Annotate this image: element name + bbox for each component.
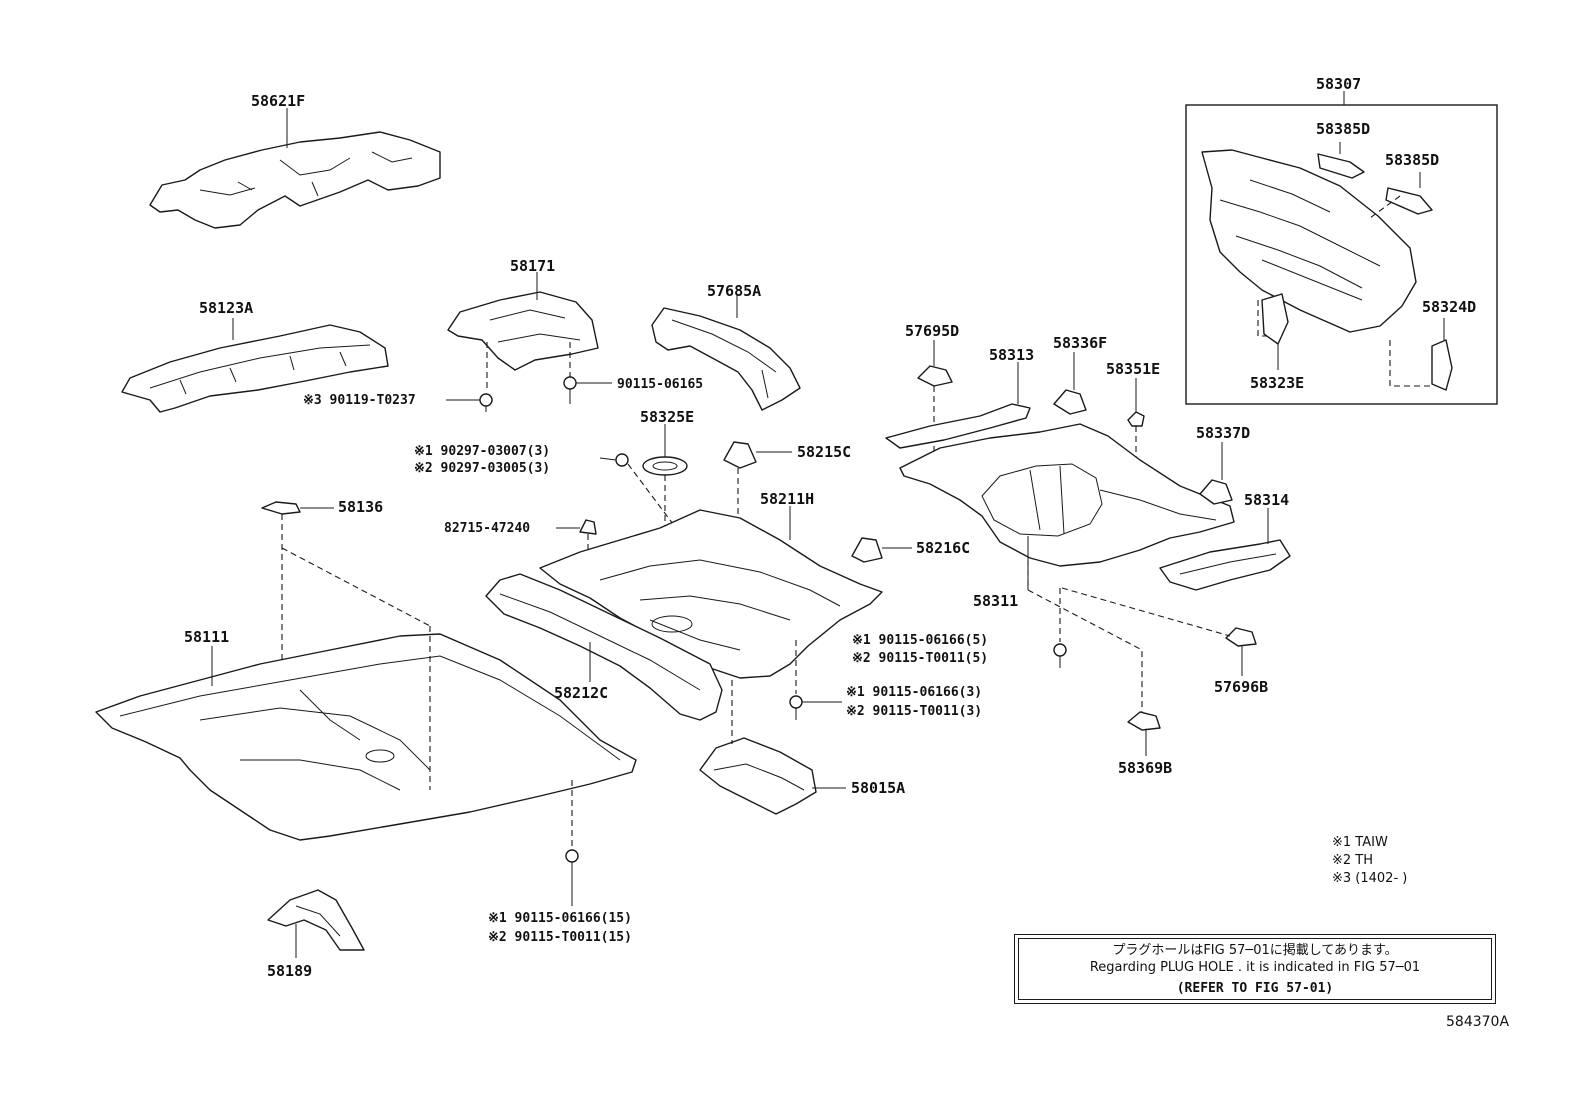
part-58311 <box>899 423 1235 720</box>
part-58171 <box>447 272 599 392</box>
label-58337D: 58337D <box>1196 424 1250 442</box>
label-58212C: 58212C <box>554 684 608 702</box>
note-english: Regarding PLUG HOLE . it is indicated in… <box>1089 960 1421 975</box>
note-japanese: プラグホールはFIG 57─01に掲載してあります。 <box>1112 943 1398 958</box>
part-58337D <box>1199 442 1233 505</box>
label-58336F: 58336F <box>1053 334 1107 352</box>
fastener-90297-03005: ※2 90297-03005(3) <box>414 461 550 476</box>
label-58111: 58111 <box>184 628 229 646</box>
fastener-90119-T0237: ※3 90119-T0237 <box>303 393 416 408</box>
part-58313 <box>885 362 1031 449</box>
part-58216C <box>851 537 912 563</box>
label-58216C: 58216C <box>916 539 970 557</box>
bolt-90115-06166-5 <box>1053 588 1067 668</box>
legend-3: ※3 (1402- ) <box>1332 871 1407 886</box>
label-58323E: 58323E <box>1250 374 1304 392</box>
legend-2: ※2 TH <box>1332 853 1373 868</box>
bolt-90115-06165 <box>563 376 612 404</box>
label-58189: 58189 <box>267 962 312 980</box>
label-58123A: 58123A <box>199 299 253 317</box>
part-58015A <box>699 680 846 815</box>
label-58313: 58313 <box>989 346 1034 364</box>
label-58324D: 58324D <box>1422 298 1476 316</box>
fastener-90115-T0011-3: ※2 90115-T0011(3) <box>846 704 982 719</box>
part-58351E <box>1127 378 1145 470</box>
fastener-90115-06166-5: ※1 90115-06166(5) <box>852 633 988 648</box>
fastener-90115-06166-15: ※1 90115-06166(15) <box>488 911 632 926</box>
label-58307: 58307 <box>1316 75 1361 93</box>
label-58621F: 58621F <box>251 92 305 110</box>
plug-hole-note: プラグホールはFIG 57─01に掲載してあります。 Regarding PLU… <box>1014 934 1496 1004</box>
fastener-90115-T0011-15: ※2 90115-T0011(15) <box>488 930 632 945</box>
legend-1: ※1 TAIW <box>1332 835 1388 850</box>
label-58211H: 58211H <box>760 490 814 508</box>
label-58351E: 58351E <box>1106 360 1160 378</box>
part-58621F <box>149 108 441 229</box>
label-58314: 58314 <box>1244 491 1289 509</box>
part-58215C <box>723 441 792 530</box>
label-57685A: 57685A <box>707 282 761 300</box>
part-58336F <box>1053 352 1087 415</box>
bolt-90115-06166-15 <box>565 780 579 906</box>
label-58015A: 58015A <box>851 779 905 797</box>
bolt-90115-06166-3 <box>789 640 842 720</box>
label-58385D-a: 58385D <box>1316 120 1370 138</box>
fastener-90297-03007: ※1 90297-03007(3) <box>414 444 550 459</box>
part-58189 <box>267 889 365 958</box>
label-58325E: 58325E <box>640 408 694 426</box>
figure-code: 584370A <box>1446 1014 1510 1030</box>
label-57695D: 57695D <box>905 322 959 340</box>
part-57685A <box>651 295 801 411</box>
part-58212C <box>485 573 723 721</box>
label-58369B: 58369B <box>1118 759 1172 777</box>
group-58307 <box>1185 91 1498 405</box>
bolt-90119-T0237 <box>446 393 493 412</box>
label-82715-47240: 82715-47240 <box>444 521 530 536</box>
label-58215C: 58215C <box>797 443 851 461</box>
part-58369B <box>1127 711 1161 756</box>
part-58314 <box>1159 508 1291 591</box>
part-58111 <box>95 626 637 841</box>
label-57696B: 57696B <box>1214 678 1268 696</box>
part-57696B <box>1061 587 1257 676</box>
fastener-90115-06166-3: ※1 90115-06166(3) <box>846 685 982 700</box>
part-58123A <box>121 318 389 413</box>
label-58171: 58171 <box>510 257 555 275</box>
note-reference: (REFER TO FIG 57-01) <box>1176 981 1334 996</box>
fastener-90115-T0011-5: ※2 90115-T0011(5) <box>852 651 988 666</box>
label-58136: 58136 <box>338 498 383 516</box>
label-58311: 58311 <box>973 592 1018 610</box>
label-58385D-b: 58385D <box>1385 151 1439 169</box>
fastener-90115-06165: 90115-06165 <box>617 377 703 392</box>
